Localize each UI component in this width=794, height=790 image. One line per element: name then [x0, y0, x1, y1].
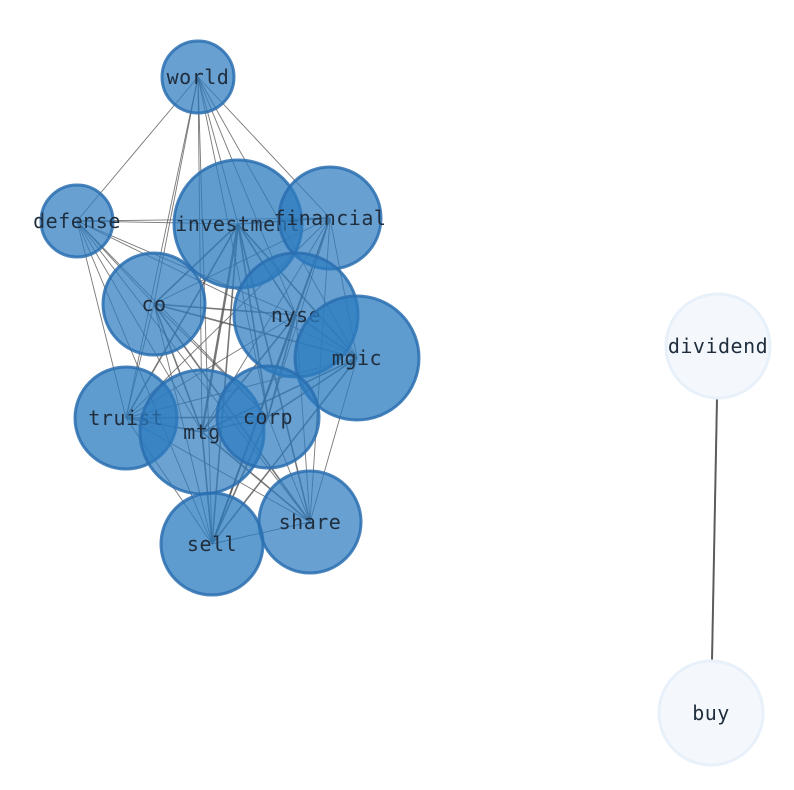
edge-dividend-buy-visible	[711, 397, 718, 662]
node-circle-buy[interactable]	[657, 659, 765, 767]
node-label-world: world	[167, 65, 230, 89]
node-label-corp: corp	[243, 405, 293, 429]
node-label-mtg: mtg	[183, 420, 221, 444]
node-label-buy: buy	[692, 701, 730, 725]
node-dividend[interactable]: dividend	[664, 292, 772, 400]
node-circle-dividend[interactable]	[664, 292, 772, 400]
node-defense[interactable]: defense	[33, 183, 121, 259]
node-circle-co[interactable]	[101, 251, 207, 357]
node-co[interactable]: co	[101, 251, 207, 357]
node-world[interactable]: world	[160, 39, 236, 115]
node-label-share: share	[279, 510, 342, 534]
node-share[interactable]: share	[257, 469, 363, 575]
node-sell[interactable]: sell	[159, 491, 265, 597]
node-label-defense: defense	[33, 209, 121, 233]
node-circle-defense[interactable]	[39, 183, 115, 259]
node-label-dividend: dividend	[668, 334, 768, 358]
node-circle-sell[interactable]	[159, 491, 265, 597]
node-label-financial: financial	[274, 206, 387, 230]
edge-world-truist	[125, 76, 199, 419]
node-circle-mgic[interactable]	[293, 294, 421, 422]
node-label-mgic: mgic	[332, 346, 382, 370]
node-circle-world[interactable]	[160, 39, 236, 115]
node-corp[interactable]: corp	[215, 364, 321, 470]
node-label-sell: sell	[187, 532, 237, 556]
node-circle-corp[interactable]	[215, 364, 321, 470]
node-mgic[interactable]: mgic	[293, 294, 421, 422]
node-label-co: co	[141, 292, 166, 316]
node-buy[interactable]: buy	[657, 659, 765, 767]
node-financial[interactable]: financial	[274, 165, 387, 271]
